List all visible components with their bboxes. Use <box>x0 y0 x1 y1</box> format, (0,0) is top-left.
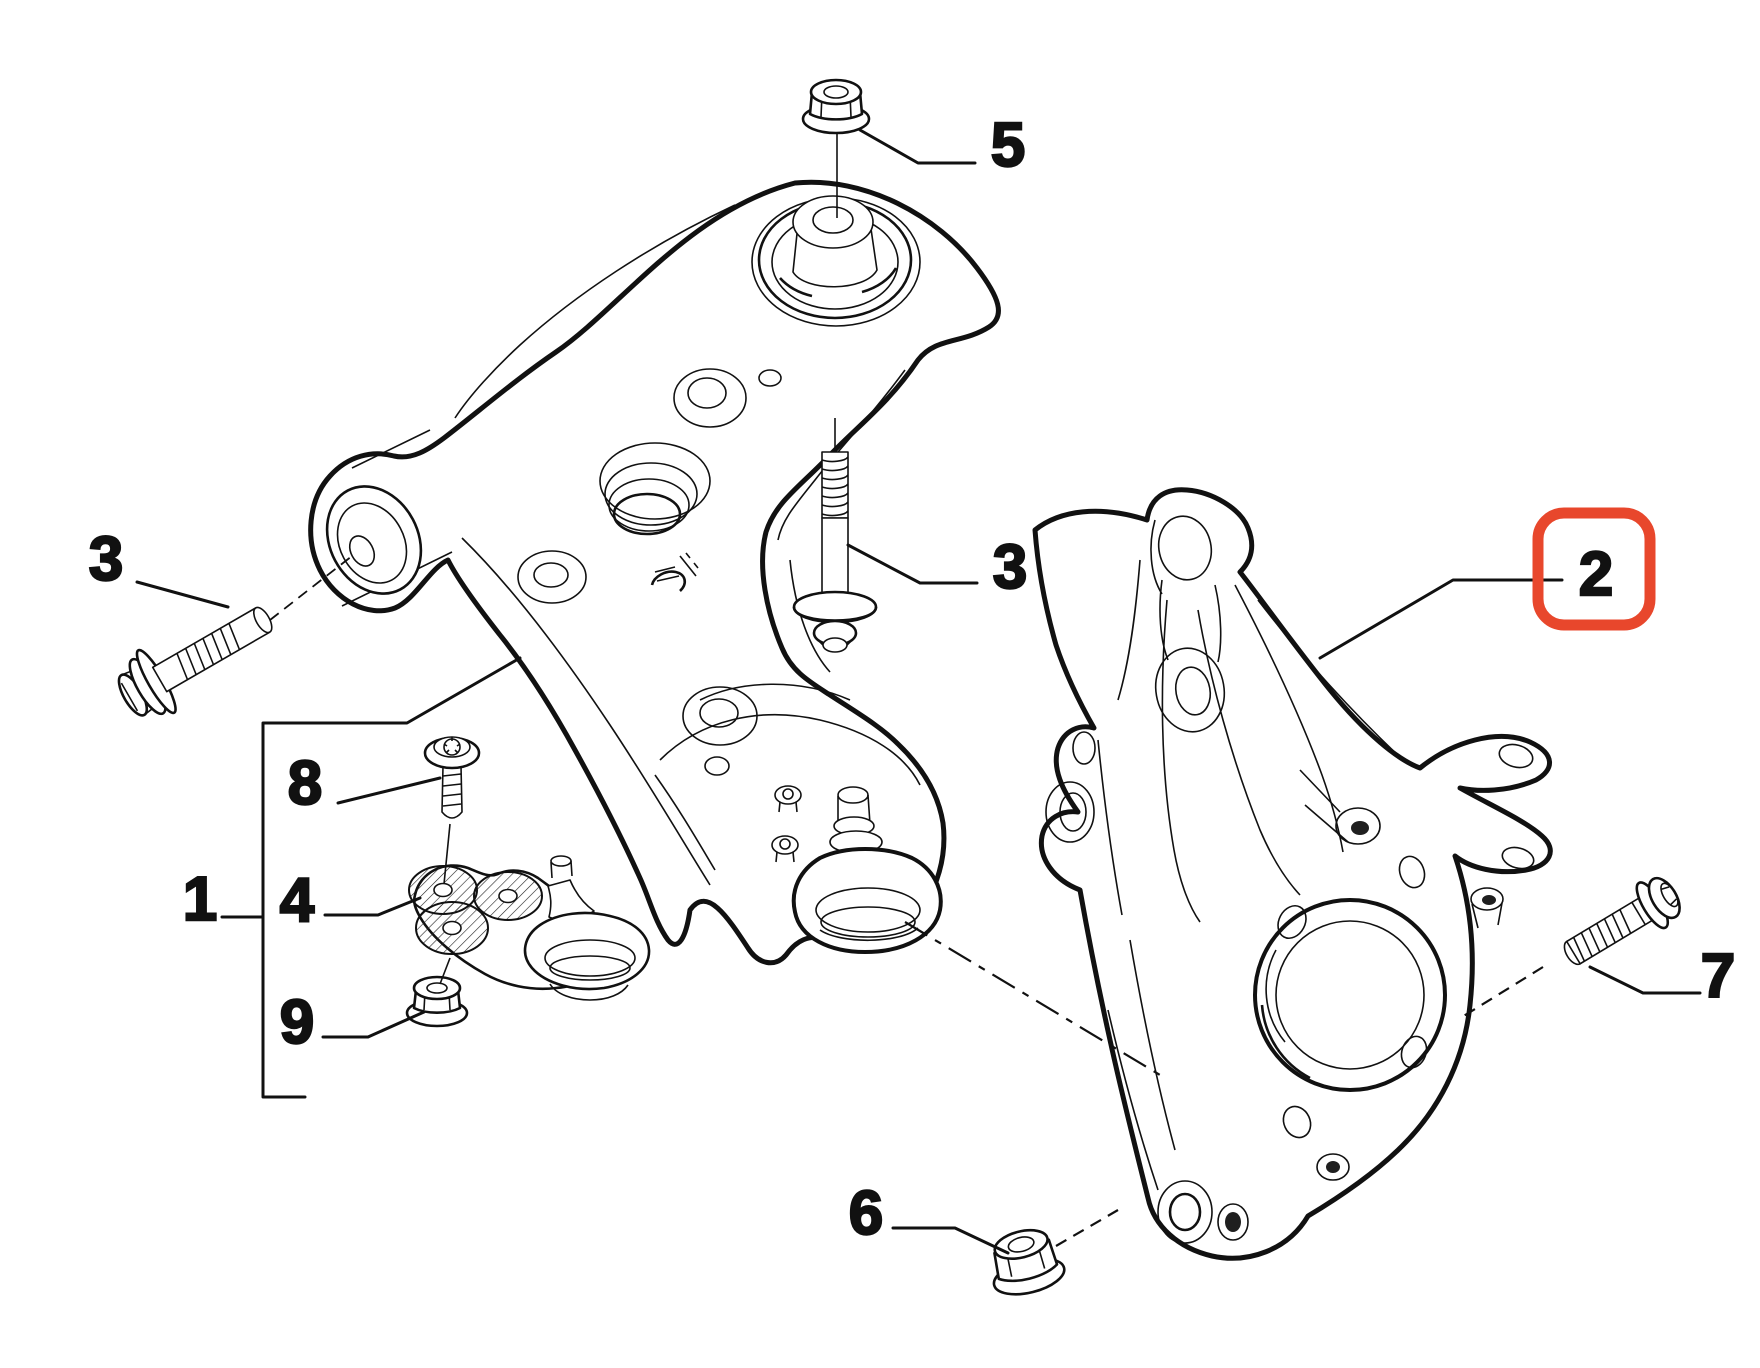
leader-line-3-middle <box>846 543 979 585</box>
screw-8-drawing <box>423 736 481 819</box>
arm-ball-joint-boot-drawing <box>791 786 943 954</box>
flange-nut-9-drawing <box>405 975 469 1028</box>
axis-lines <box>269 133 1544 1247</box>
axis-line-nut-9 <box>439 957 451 985</box>
callout-2[interactable]: 2 <box>1578 539 1615 610</box>
rear-bushing-drawing <box>325 429 453 607</box>
leader-line-4 <box>323 896 422 917</box>
leader-line-6 <box>891 1226 1010 1255</box>
steering-knuckle-drawing <box>1032 487 1553 1261</box>
ball-joint-drawing <box>408 855 651 1001</box>
callout-1[interactable]: 1 <box>182 864 219 935</box>
bracket-stud-icon <box>771 785 802 863</box>
leader-line-9 <box>321 1010 426 1039</box>
axis-line-screw-8 <box>443 823 451 885</box>
callout-3-middle[interactable]: 3 <box>992 532 1029 603</box>
axis-line-bolt-7 <box>1461 966 1544 1018</box>
flange-nut-6-drawing <box>992 1228 1066 1296</box>
leader-line-7 <box>1588 965 1702 995</box>
bolt-3-middle-drawing <box>792 451 878 653</box>
leader-line-5 <box>858 128 977 165</box>
callout-labels: 1 2 3 3 4 5 6 7 8 9 <box>88 110 1737 1249</box>
manufacturer-stamp-icon <box>650 552 699 592</box>
leader-line-1-bracket <box>261 656 522 1099</box>
callout-7[interactable]: 7 <box>1700 941 1737 1012</box>
callout-5[interactable]: 5 <box>990 110 1027 181</box>
leader-line-3-left <box>135 580 230 609</box>
bolt-3-left-drawing <box>117 606 273 717</box>
callout-4[interactable]: 4 <box>279 865 316 936</box>
leader-lines <box>135 128 1702 1255</box>
callout-6[interactable]: 6 <box>848 1178 885 1249</box>
callout-8[interactable]: 8 <box>287 748 324 819</box>
control-arm-drawing <box>308 179 1001 966</box>
callout-3-left[interactable]: 3 <box>88 524 125 595</box>
flange-nut-5-drawing <box>801 78 871 135</box>
selected-part-highlight-box[interactable] <box>1532 507 1656 631</box>
bolt-7-drawing <box>1563 876 1681 966</box>
leader-line-2 <box>1318 578 1564 660</box>
callout-9[interactable]: 9 <box>279 987 316 1058</box>
leader-line-8 <box>336 776 442 805</box>
front-bushing-drawing <box>751 195 921 327</box>
axis-line-nut-6 <box>1055 1209 1119 1247</box>
